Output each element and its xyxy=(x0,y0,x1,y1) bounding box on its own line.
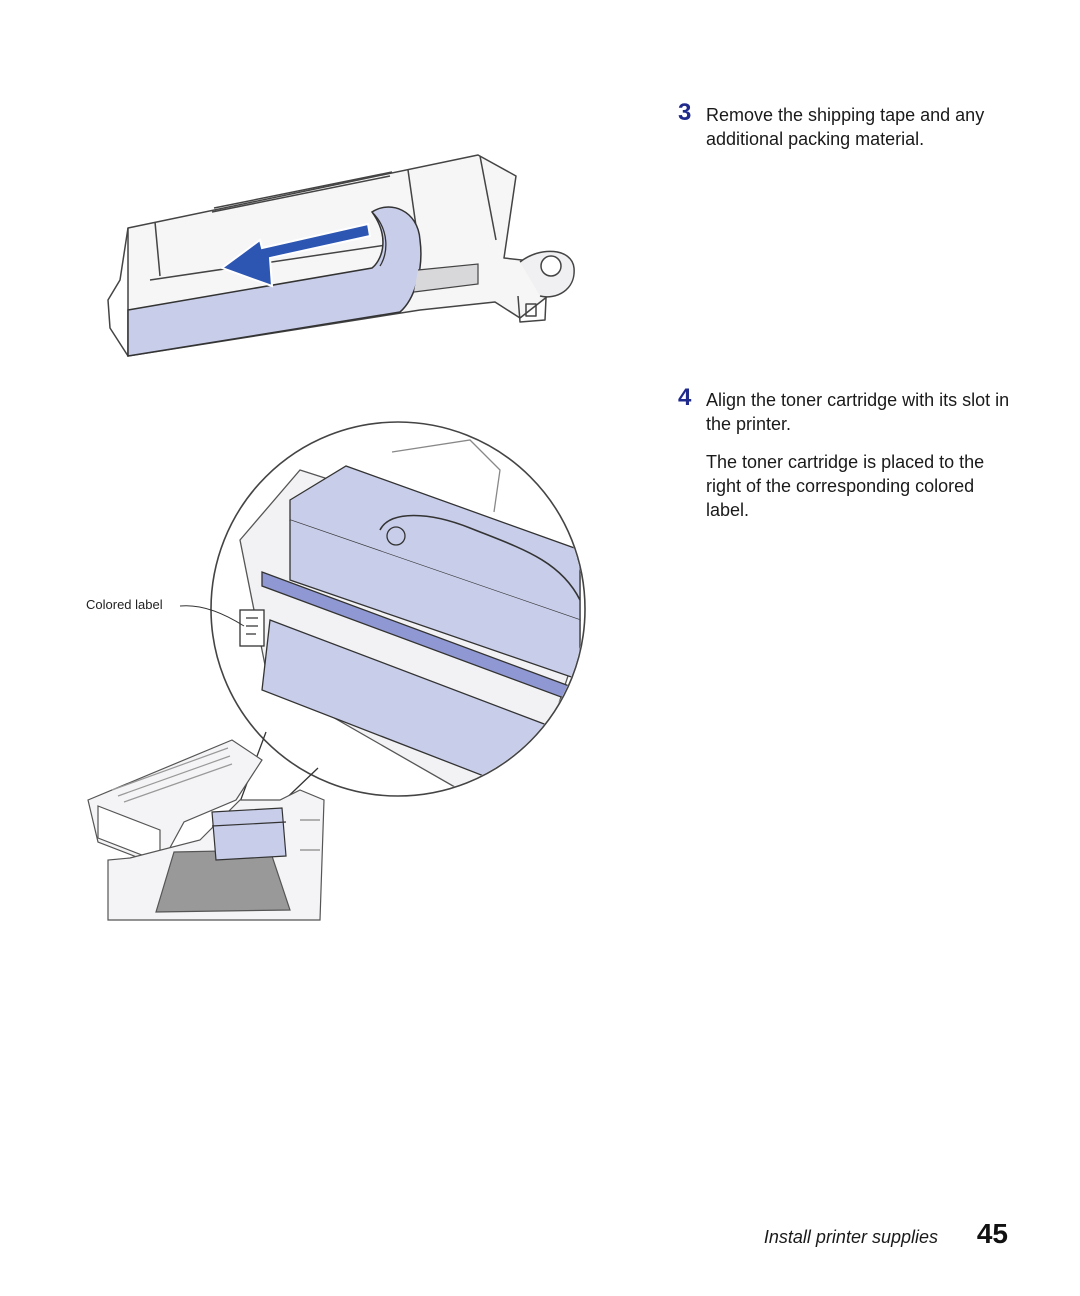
step-number: 3 xyxy=(678,99,692,126)
step-number: 4 xyxy=(678,384,692,411)
callout-leader xyxy=(179,605,245,627)
step-instruction: Align the toner cartridge with its slot … xyxy=(706,390,1010,434)
shipping-tape xyxy=(127,206,422,357)
step-instruction: Remove the shipping tape and any additio… xyxy=(706,105,985,149)
step-note: The toner cartridge is placed to the rig… xyxy=(706,452,985,520)
left-arrow-icon xyxy=(219,222,372,288)
colored-label-callout: Colored label xyxy=(86,597,163,612)
page-number: 45 xyxy=(976,1218,1008,1249)
section-title: Install printer supplies xyxy=(763,1227,938,1247)
printer-illustration xyxy=(87,739,325,921)
